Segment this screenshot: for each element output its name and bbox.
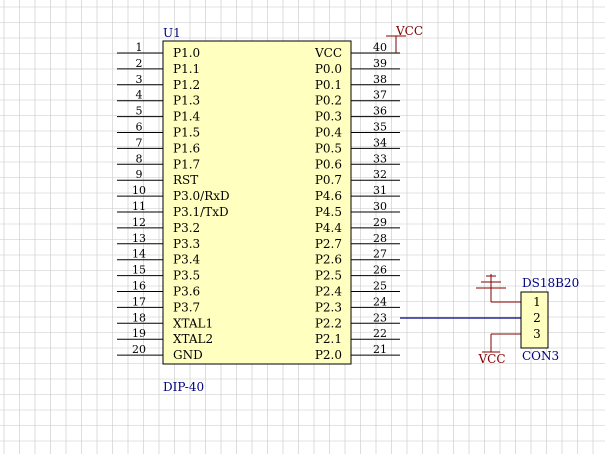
pin-name: P3.6 (173, 285, 200, 299)
pin-name: P3.0/RxD (173, 189, 230, 203)
pin-name: P2.0 (315, 348, 342, 362)
vcc-power-symbol-connector[interactable]: VCC (477, 333, 521, 366)
vcc-label-connector: VCC (477, 352, 505, 366)
pin-name: P3.4 (173, 253, 201, 267)
pin-name: P0.1 (315, 78, 342, 92)
pin-number: 22 (373, 327, 387, 340)
pin-name: P0.4 (315, 126, 343, 140)
pin-number: 24 (373, 295, 387, 308)
pin-name: P3.5 (173, 269, 200, 283)
pin-number: 5 (136, 105, 143, 118)
ground-symbol[interactable] (476, 274, 521, 303)
pin-name: P0.2 (315, 94, 342, 108)
pin-name: P0.3 (315, 110, 342, 124)
pin-name: P2.1 (315, 332, 342, 346)
pin-number: 21 (373, 343, 387, 356)
pin-number: 10 (132, 184, 146, 197)
pin-name: P0.0 (315, 62, 342, 76)
pin-name: P2.6 (315, 253, 342, 267)
pin-name: P1.3 (173, 94, 200, 108)
pin-number: 8 (136, 152, 143, 165)
pin-name: P3.1/TxD (173, 205, 229, 219)
pin-name: RST (173, 173, 198, 187)
pin-name: P4.4 (315, 221, 343, 235)
pin-number: 33 (373, 152, 387, 165)
pin-number: 29 (373, 216, 387, 229)
pin-name: P2.2 (315, 316, 342, 330)
pin-name: P1.1 (173, 62, 200, 76)
connector-pin-2: 2 (533, 311, 541, 325)
pin-number: 34 (373, 136, 387, 149)
vcc-label-chip: VCC (395, 24, 423, 38)
pin-name: P2.4 (315, 285, 343, 299)
pin-number: 3 (136, 73, 143, 86)
pin-number: 6 (136, 121, 143, 134)
connector-ds18b20[interactable]: DS18B20 1 2 3 CON3 (520, 276, 579, 363)
pin-name: P2.3 (315, 300, 342, 314)
pin-number: 9 (136, 168, 143, 181)
pin-number: 32 (373, 168, 387, 181)
pin-name: P1.2 (173, 78, 200, 92)
pin-name: P0.6 (315, 157, 342, 171)
pin-name: XTAL2 (173, 332, 213, 346)
connector-type-label: CON3 (522, 349, 559, 363)
pin-number: 2 (136, 57, 143, 70)
pin-number: 18 (132, 311, 146, 324)
pin-number: 7 (136, 136, 143, 149)
pin-name: P1.0 (173, 46, 200, 60)
pin-number: 38 (373, 73, 387, 86)
pin-number: 25 (373, 280, 387, 293)
pin-number: 4 (136, 89, 143, 102)
pin-number: 31 (373, 184, 387, 197)
pin-name: P2.5 (315, 269, 342, 283)
right-pin-group: 40VCC39P0.038P0.137P0.236P0.335P0.434P0.… (314, 41, 400, 362)
pin-number: 15 (132, 264, 146, 277)
pin-name: GND (173, 348, 203, 362)
pin-number: 39 (373, 57, 387, 70)
pin-number: 20 (132, 343, 146, 356)
pin-name: P0.5 (315, 141, 342, 155)
pin-name: P0.7 (315, 173, 342, 187)
pin-name: P3.2 (173, 221, 200, 235)
pin-number: 11 (132, 200, 146, 213)
pin-name: P1.5 (173, 126, 200, 140)
pin-number: 35 (373, 121, 387, 134)
pin-name: P1.6 (173, 141, 200, 155)
pin-name: P1.4 (173, 110, 201, 124)
connector-designator: DS18B20 (522, 276, 579, 290)
pin-number: 14 (132, 248, 146, 261)
chip-package-label: DIP-40 (163, 380, 204, 394)
pin-number: 1 (136, 41, 143, 54)
pin-name: P4.5 (315, 205, 342, 219)
pin-name: VCC (314, 46, 342, 60)
pin-number: 17 (132, 295, 146, 308)
pin-number: 37 (373, 89, 387, 102)
pin-number: 26 (373, 264, 387, 277)
pin-number: 28 (373, 232, 387, 245)
pin-number: 16 (132, 280, 146, 293)
pin-number: 23 (373, 311, 387, 324)
pin-name: P1.7 (173, 157, 200, 171)
pin-name: P3.3 (173, 237, 200, 251)
connector-body[interactable] (520, 291, 549, 349)
pin-number: 40 (373, 41, 387, 54)
connector-pin-3: 3 (533, 327, 541, 341)
pin-name: XTAL1 (173, 316, 213, 330)
pin-number: 27 (373, 248, 387, 261)
chip-body[interactable] (162, 40, 352, 365)
left-pin-group: 1 P1.0 2 P1.1 3 P1.2 4 P1.3 5 P1.4 6 P1.5 7 P1.6 8 P1.7… (117, 41, 230, 362)
pin-number: 13 (132, 232, 146, 245)
pin-name: P3.7 (173, 300, 200, 314)
pin-number: 30 (373, 200, 387, 213)
pin-number: 19 (132, 327, 146, 340)
pin-number: 36 (373, 105, 387, 118)
pin-name: P2.7 (315, 237, 342, 251)
vcc-power-symbol-chip[interactable]: VCC (386, 24, 423, 53)
pin-number: 12 (132, 216, 146, 229)
chip-designator: U1 (163, 26, 181, 40)
connector-pin-1: 1 (533, 295, 541, 309)
pin-name: P4.6 (315, 189, 342, 203)
